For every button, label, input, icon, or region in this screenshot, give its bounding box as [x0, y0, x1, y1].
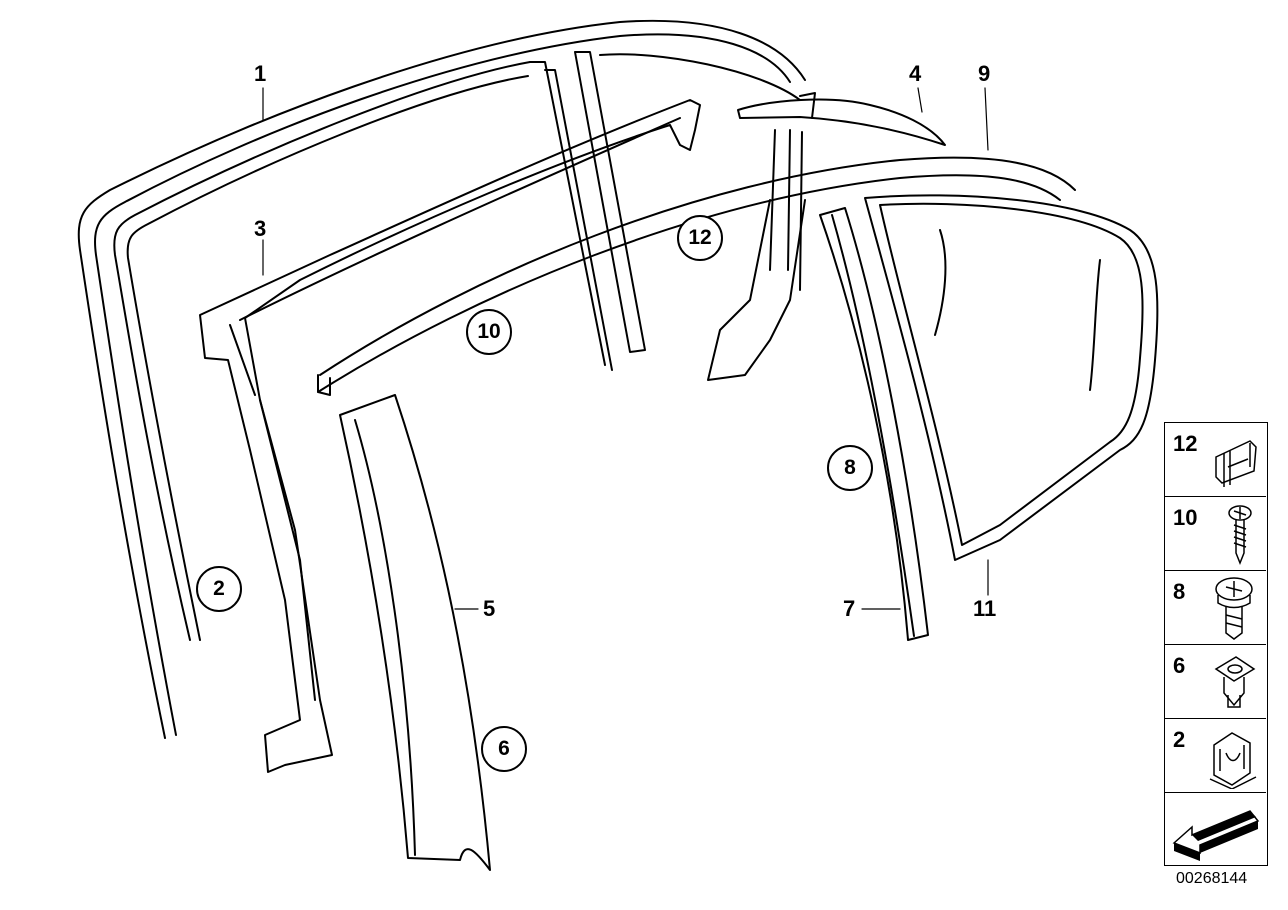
- legend-num: 8: [1173, 579, 1186, 604]
- pillar-trim: [339, 394, 491, 871]
- legend-row-2: 2: [1165, 719, 1266, 793]
- callout-4: 4: [909, 61, 922, 86]
- bracket-icon: [1209, 732, 1257, 789]
- nut-icon: [1214, 656, 1256, 708]
- reference-number: 00268144: [1176, 870, 1248, 887]
- legend-num: 2: [1173, 727, 1186, 752]
- direction-arrow-icon: [1172, 810, 1260, 861]
- callout-5: 5: [483, 596, 496, 621]
- callout-3: 3: [254, 216, 267, 241]
- callout-2-circled: 2: [196, 566, 242, 612]
- door-frame-seal: [77, 19, 806, 739]
- callout-10-circled: 10: [466, 309, 512, 355]
- callout-11: 11: [973, 596, 997, 621]
- callout-8-circled: 8: [827, 445, 873, 491]
- legend-row-10: 10: [1165, 497, 1266, 571]
- clip-icon: [1215, 440, 1257, 487]
- bolt-icon: [1215, 577, 1253, 640]
- leader-lines: [262, 87, 989, 610]
- window-glass-frame: [864, 194, 1159, 561]
- legend-row-6: 6: [1165, 645, 1266, 719]
- callout-7: 7: [843, 596, 856, 621]
- callout-9: 9: [978, 61, 991, 86]
- legend-num: 10: [1173, 505, 1198, 530]
- fastener-legend: 12 10 8: [1164, 422, 1268, 866]
- screw-icon: [1228, 505, 1252, 566]
- legend-num: 12: [1173, 431, 1198, 456]
- callout-12-circled: 12: [677, 215, 723, 261]
- top-trim-piece: [707, 92, 946, 381]
- legend-row-8: 8: [1165, 571, 1266, 645]
- legend-arrow-cell: [1165, 793, 1266, 865]
- window-channel: [199, 99, 701, 773]
- belt-seal: [317, 156, 1076, 396]
- legend-num: 6: [1173, 653, 1186, 678]
- seal-strip: [819, 207, 929, 641]
- legend-row-12: 12: [1165, 423, 1266, 497]
- callout-1: 1: [254, 61, 267, 86]
- callout-6-circled: 6: [481, 726, 527, 772]
